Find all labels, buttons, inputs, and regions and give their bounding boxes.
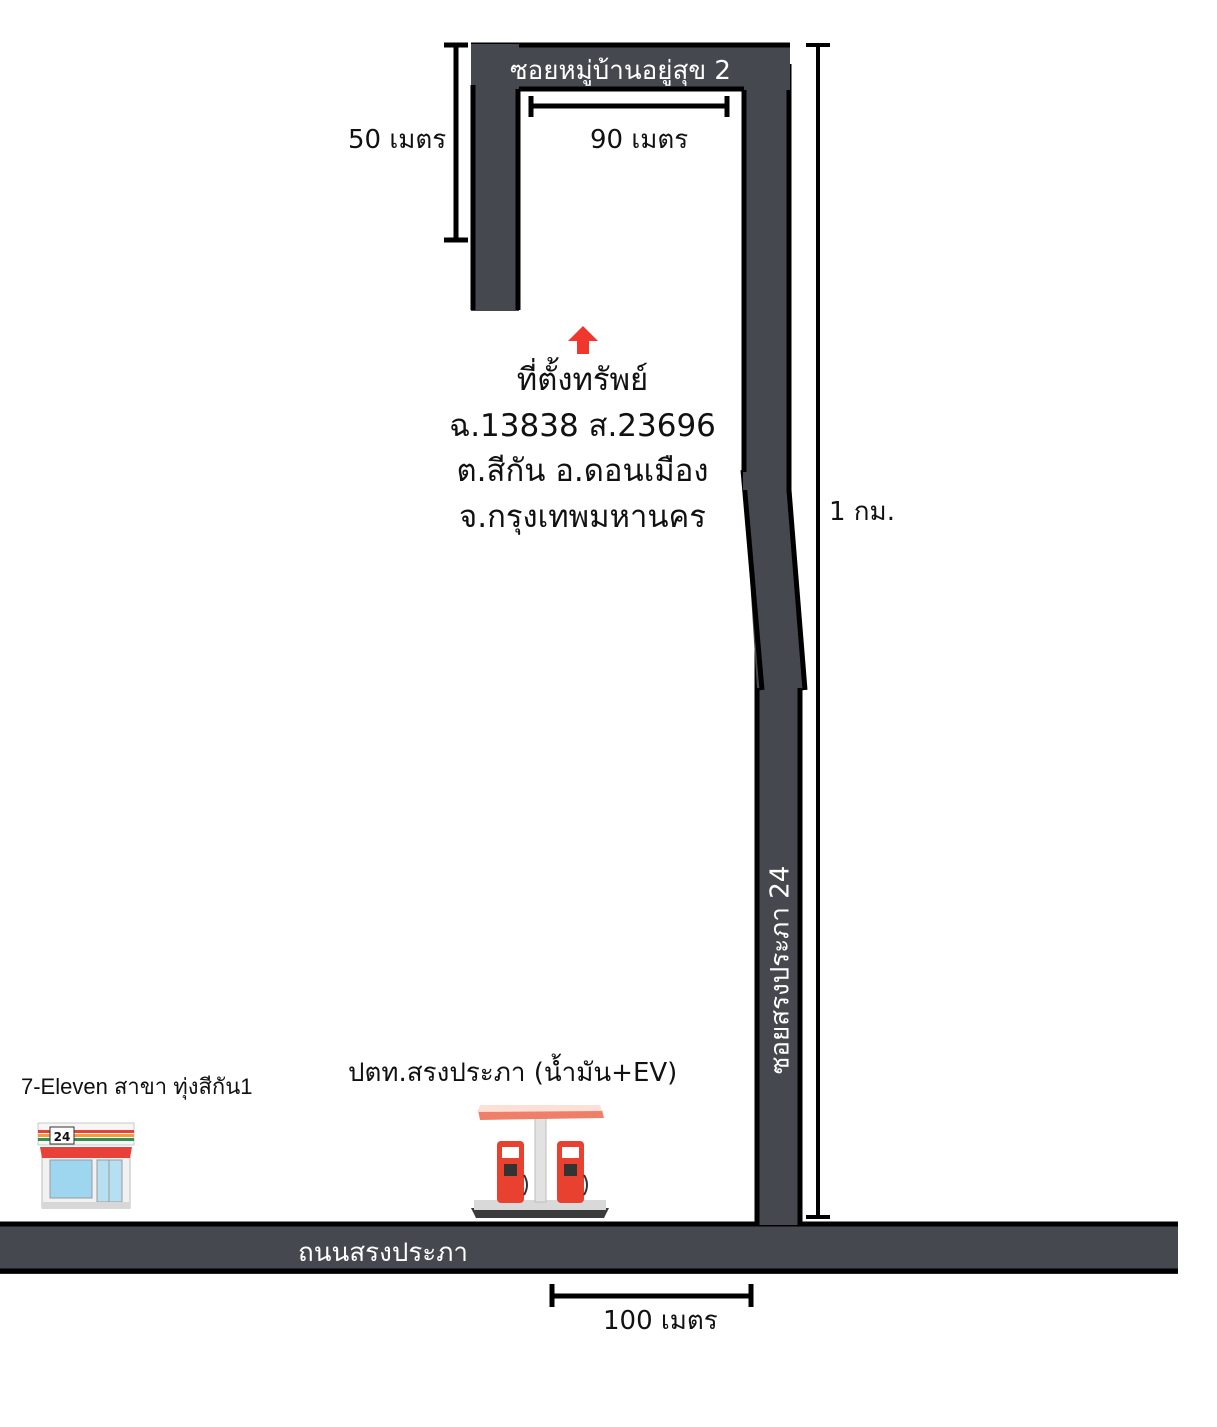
distance-100m-label: 100 เมตร bbox=[603, 1306, 718, 1336]
gas-station-label: ปตท.สรงประภา (น้ำมัน+EV) bbox=[348, 1058, 678, 1088]
property-deed: ฉ.13838 ส.23696 bbox=[449, 407, 716, 444]
soi-vertical-road bbox=[740, 48, 808, 1225]
distance-50m-label: 50 เมตร bbox=[348, 125, 447, 155]
property-title: ที่ตั้งทรัพย์ bbox=[516, 362, 649, 398]
soi-vertical-label: ซอยสรงประภา 24 bbox=[765, 865, 796, 1075]
soi-top-road bbox=[470, 42, 790, 311]
dimension-90m bbox=[528, 96, 730, 117]
dimension-100m bbox=[549, 1284, 754, 1307]
property-info: ที่ตั้งทรัพย์ ฉ.13838 ส.23696 ต.สีกัน อ.… bbox=[430, 358, 735, 540]
main-road bbox=[0, 1221, 1178, 1274]
property-province: จ.กรุงเทพมหานคร bbox=[459, 498, 706, 535]
main-road-label: ถนนสรงประภา bbox=[298, 1238, 468, 1268]
convenience-store-icon: 24 bbox=[37, 1122, 135, 1209]
store-sign-text: 24 bbox=[54, 1130, 71, 1144]
dimension-1km bbox=[806, 43, 830, 1219]
distance-1km-label: 1 กม. bbox=[829, 497, 895, 527]
property-district: ต.สีกัน อ.ดอนเมือง bbox=[456, 453, 709, 489]
store-label: 7-Eleven สาขา ทุ่งสีกัน1 bbox=[21, 1074, 253, 1099]
distance-90m-label: 90 เมตร bbox=[590, 125, 689, 155]
property-arrow-icon bbox=[568, 326, 598, 354]
dimension-50m bbox=[444, 42, 468, 243]
gas-station-icon bbox=[471, 1105, 609, 1218]
soi-top-label: ซอยหมู่บ้านอยู่สุข 2 bbox=[510, 56, 731, 86]
